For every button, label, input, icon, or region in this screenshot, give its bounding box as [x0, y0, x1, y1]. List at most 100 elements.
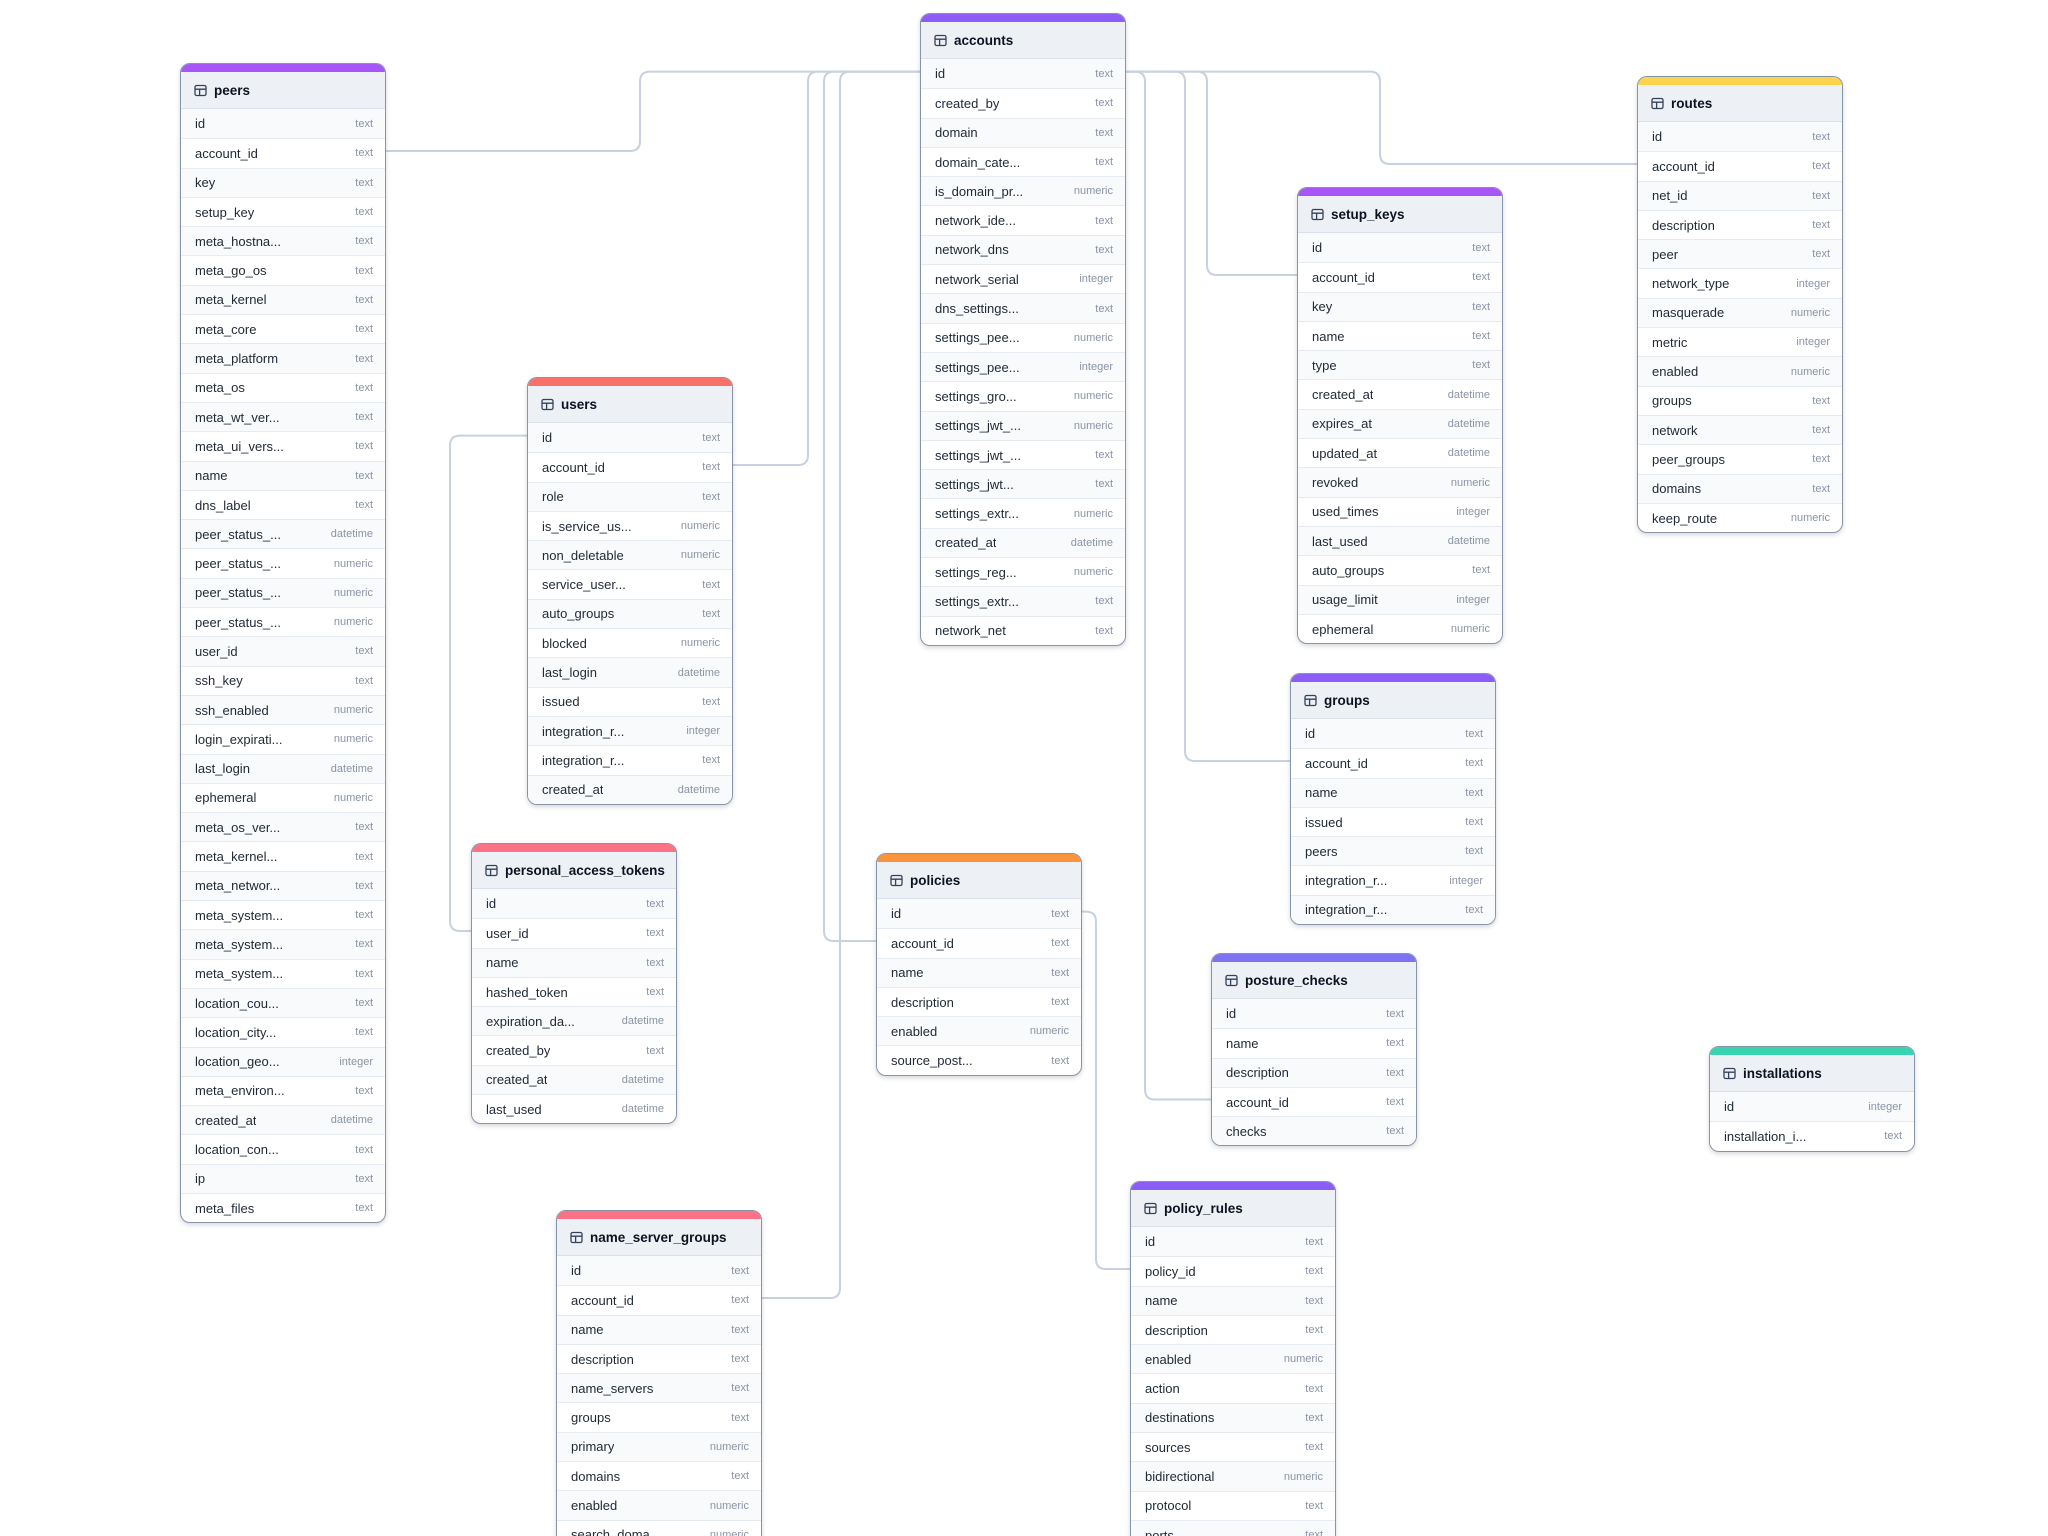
field-row-meta_system[interactable]: meta_system...text: [181, 929, 385, 959]
field-row-dns_settings[interactable]: dns_settings...text: [921, 293, 1125, 323]
field-row-settings_gro[interactable]: settings_gro...numeric: [921, 381, 1125, 410]
field-row-source_post[interactable]: source_post...text: [877, 1045, 1081, 1074]
table-header[interactable]: policy_rules: [1131, 1190, 1335, 1227]
field-row-location_geo[interactable]: location_geo...integer: [181, 1046, 385, 1076]
field-row-settings_jwt[interactable]: settings_jwt...text: [921, 469, 1125, 499]
table-header[interactable]: installations: [1710, 1055, 1914, 1092]
field-row-integration_r[interactable]: integration_r...integer: [528, 715, 732, 746]
field-row-meta_os_ver[interactable]: meta_os_ver...text: [181, 812, 385, 842]
field-row-service_user[interactable]: service_user...text: [528, 569, 732, 598]
field-row-installation_i[interactable]: installation_i...text: [1710, 1121, 1914, 1150]
field-row-meta_wt_ver[interactable]: meta_wt_ver...text: [181, 401, 385, 432]
table-header[interactable]: peers: [181, 72, 385, 109]
field-row-settings_pee[interactable]: settings_pee...numeric: [921, 322, 1125, 352]
field-row-integration_r[interactable]: integration_r...text: [1291, 894, 1495, 925]
field-row-meta_kernel[interactable]: meta_kernel...text: [181, 841, 385, 870]
table-header[interactable]: setup_keys: [1298, 196, 1502, 233]
field-row-is_domain_pr[interactable]: is_domain_pr...numeric: [921, 176, 1125, 206]
table-header[interactable]: policies: [877, 862, 1081, 899]
field-row-location_con[interactable]: location_con...text: [181, 1134, 385, 1163]
field-row-integration_r[interactable]: integration_r...integer: [1291, 865, 1495, 894]
table-header[interactable]: groups: [1291, 682, 1495, 719]
field-row-settings_jwt_[interactable]: settings_jwt_...text: [921, 439, 1125, 469]
table-header[interactable]: users: [528, 386, 732, 423]
field-row-expiration_da[interactable]: expiration_da...datetime: [472, 1006, 676, 1036]
field-row-search_doma[interactable]: search_doma...numeric: [557, 1519, 761, 1536]
field-row-peer_status_[interactable]: peer_status_...numeric: [181, 548, 385, 577]
field-row-location_city[interactable]: location_city...text: [181, 1017, 385, 1046]
field-row-meta_environ[interactable]: meta_environ...text: [181, 1075, 385, 1105]
field-row-settings_reg[interactable]: settings_reg...numeric: [921, 557, 1125, 586]
field-row-settings_extr[interactable]: settings_extr...text: [921, 586, 1125, 616]
